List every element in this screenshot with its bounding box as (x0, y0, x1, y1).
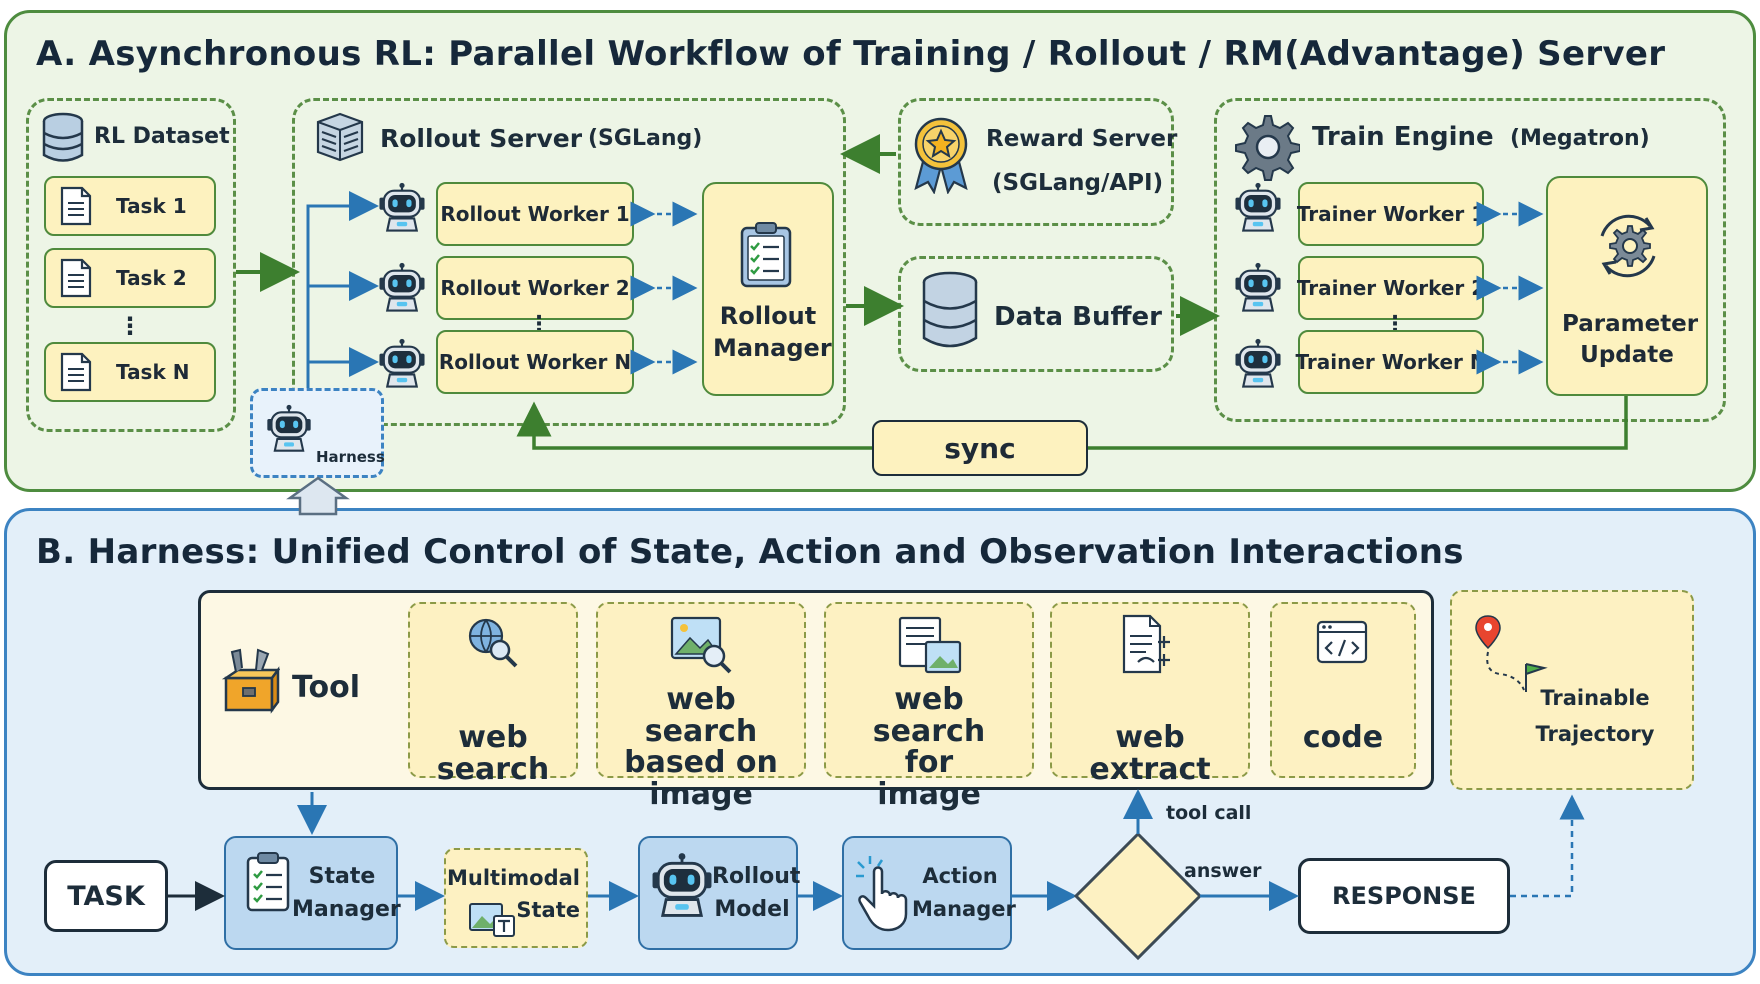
gear-icon (1235, 115, 1300, 181)
clipboard-icon (740, 222, 792, 288)
rollout-server-label: Rollout Server (380, 124, 583, 153)
task-box[interactable]: TASK (44, 860, 168, 932)
document-image-icon (898, 616, 962, 674)
rollout-model[interactable] (638, 836, 798, 950)
answer-label: answer (1184, 860, 1262, 882)
task-label: TASK (67, 880, 145, 912)
harness-label: Harness (316, 448, 385, 466)
reward-server-group (898, 98, 1174, 226)
document-icon (60, 258, 92, 298)
sync-label: sync (944, 431, 1016, 465)
reward-server-label: Reward Server (986, 126, 1178, 152)
tool-web-extract-label: web extract (1089, 720, 1211, 787)
tool-web-search-for-image-label: web search for image (872, 682, 986, 812)
robot-icon (379, 338, 425, 388)
rollout-worker-n[interactable]: Rollout Worker N (436, 330, 634, 394)
document-extract-icon (1122, 614, 1170, 674)
train-engine-group (1214, 98, 1726, 422)
trainer-worker-2-label: Trainer Worker 2 (1296, 276, 1486, 300)
toolbox-icon (221, 648, 280, 714)
document-icon (60, 186, 92, 226)
image-text-icon (469, 903, 515, 937)
sync-box[interactable]: sync (872, 420, 1088, 476)
code-window-icon (1316, 620, 1368, 664)
reward-server-sub: (SGLang/API) (992, 170, 1164, 196)
rollout-manager-label: Rollout Manager (713, 301, 832, 362)
tool-code-label: code (1302, 720, 1384, 755)
robot-icon (267, 404, 311, 452)
sync-loop-line (534, 396, 1628, 450)
robot-icon (652, 853, 712, 917)
clipboard-icon (246, 852, 290, 912)
action-manager-label: Action Manager (912, 864, 1016, 921)
panel-b-title: B. Harness: Unified Control of State, Ac… (36, 532, 1464, 572)
multimodal-state-label: Multimodal State (447, 866, 580, 922)
rollout-worker-2[interactable]: Rollout Worker 2 (436, 256, 634, 320)
trainer-worker-2[interactable]: Trainer Worker 2 (1296, 256, 1486, 320)
trainable-trajectory-label: Trainable Trajectory (1535, 686, 1655, 746)
rl-dataset-group (26, 98, 236, 432)
database-icon (922, 271, 978, 348)
multimodal-state[interactable] (444, 848, 588, 948)
gear-refresh-icon (1600, 214, 1656, 278)
decision-diamond[interactable] (1073, 831, 1203, 961)
trainer-worker-1-label: Trainer Worker 1 (1296, 202, 1486, 226)
tool-web-search-label: web search (436, 720, 550, 787)
parameter-update[interactable]: Parameter Update (1546, 176, 1708, 396)
trainer-worker-n-label: Trainer Worker N (1295, 350, 1487, 374)
robot-icon (1235, 338, 1281, 388)
tool-label: Tool (292, 670, 360, 705)
task-1[interactable]: Task 1 (44, 176, 216, 236)
trainer-worker-n[interactable]: Trainer Worker N (1295, 330, 1487, 394)
task-1-label: Task 1 (116, 194, 187, 218)
document-icon (60, 352, 92, 392)
panel-a-title: A. Asynchronous RL: Parallel Workflow of… (36, 34, 1666, 74)
robot-icon (1235, 262, 1281, 312)
tool-call-label: tool call (1166, 802, 1252, 824)
data-buffer-label: Data Buffer (994, 302, 1162, 332)
pointer-hand-icon (856, 856, 908, 932)
train-engine-label: Train Engine (1312, 122, 1494, 152)
rollout-worker-1[interactable]: Rollout Worker 1 (436, 182, 634, 246)
robot-icon (379, 182, 425, 232)
action-manager[interactable] (842, 836, 1012, 950)
trainer-worker-1[interactable]: Trainer Worker 1 (1296, 182, 1486, 246)
server-rack-icon (316, 112, 364, 162)
parameter-update-label: Parameter Update (1562, 310, 1699, 368)
database-icon (42, 112, 84, 162)
rl-dataset-label: RL Dataset (94, 124, 230, 149)
trajectory-map-icon (1475, 615, 1548, 692)
response-label: RESPONSE (1332, 882, 1476, 910)
task-ellipsis: ⋮ (118, 312, 142, 340)
rollout-worker-2-label: Rollout Worker 2 (440, 276, 630, 300)
rollout-worker-n-label: Rollout Worker N (438, 350, 632, 374)
task-2-label: Task 2 (116, 266, 187, 290)
rollout-model-label: Rollout Model (712, 864, 801, 922)
robot-icon (1235, 182, 1281, 232)
rollout-manager[interactable]: Rollout Manager (702, 182, 834, 396)
task-n-label: Task N (116, 360, 190, 384)
tool-web-search-based-on-image-label: web search based on image (624, 682, 778, 812)
globe-search-icon (468, 618, 518, 668)
rollout-server-engine: (SGLang) (588, 126, 703, 151)
response-to-trajectory-arrow (1510, 794, 1585, 898)
reward-badge-icon (914, 117, 968, 194)
image-search-icon (670, 616, 732, 674)
robot-icon (379, 262, 425, 312)
state-manager-label: State Manager (292, 864, 401, 922)
train-engine-engine: (Megatron) (1510, 126, 1650, 151)
response-box[interactable]: RESPONSE (1298, 858, 1510, 934)
harness-up-arrow (286, 476, 350, 516)
rollout-worker-1-label: Rollout Worker 1 (440, 202, 630, 226)
